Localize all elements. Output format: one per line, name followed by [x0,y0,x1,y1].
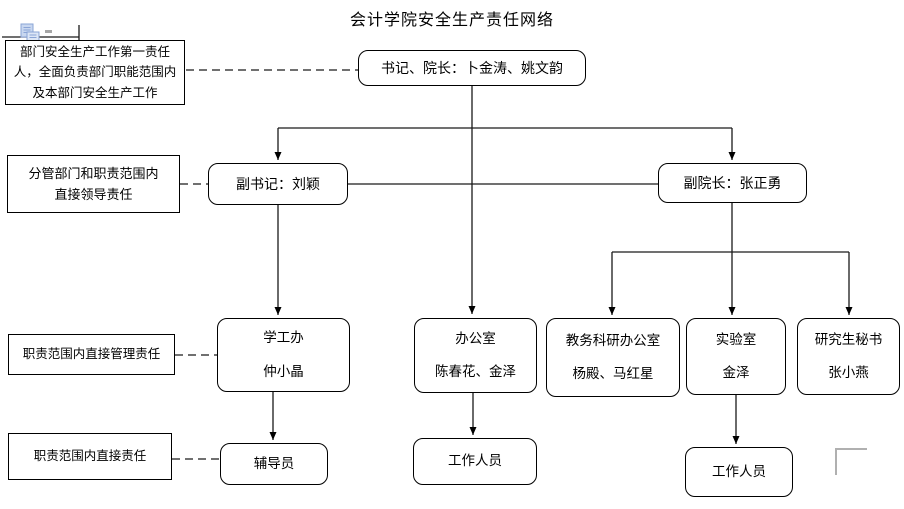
node-staff-under-office[interactable]: 工作人员 [413,438,537,485]
node-title: 教务科研办公室 [565,332,661,348]
node-label: 工作人员 [448,453,502,469]
node-secretary-dean[interactable]: 书记、院长：卜金涛、姚文韵 [358,50,586,86]
label-direct-responsibility[interactable]: 职责范围内直接责任 [8,433,172,480]
node-general-office[interactable]: 办公室 陈春花、金泽 [414,318,537,393]
node-label: 副院长：张正勇 [683,174,782,191]
node-academic-research-office[interactable]: 教务科研办公室 杨殿、马红星 [546,318,680,397]
node-label: 副书记：刘颖 [236,175,320,192]
node-laboratory[interactable]: 实验室 金泽 [686,318,786,395]
label-text-line2: 直接领导责任 [54,187,133,202]
node-staff: 仲小晶 [263,363,304,379]
node-staff-under-laboratory[interactable]: 工作人员 [685,447,793,497]
node-graduate-secretary[interactable]: 研究生秘书 张小燕 [797,318,900,395]
label-management-responsibility[interactable]: 职责范围内直接管理责任 [8,334,175,375]
node-label: 工作人员 [712,463,766,479]
node-title: 学工办 [263,330,304,346]
node-deputy-secretary[interactable]: 副书记：刘颖 [208,163,348,205]
label-leadership-responsibility[interactable]: 分管部门和职责范围内 直接领导责任 [7,155,180,213]
chart-title: 会计学院安全生产责任网络 [349,12,554,29]
node-vice-dean[interactable]: 副院长：张正勇 [658,163,807,203]
node-staff: 杨殿、马红星 [572,366,654,381]
node-title: 实验室 [715,331,757,347]
node-title: 办公室 [455,330,496,346]
label-text-line1: 分管部门和职责范围内 [28,165,159,181]
label-text: 职责范围内直接管理责任 [22,347,161,362]
canvas-corner-mark [835,448,867,475]
label-text: 职责范围内直接责任 [33,449,147,464]
node-staff: 张小燕 [828,365,869,380]
node-label: 辅导员 [253,455,295,471]
node-counselor[interactable]: 辅导员 [220,443,328,485]
node-student-affairs-office[interactable]: 学工办 仲小晶 [217,318,350,392]
node-title: 研究生秘书 [814,331,883,347]
label-first-responsibility[interactable]: 部门安全生产工作第一责任人，全面负责部门职能范围内及本部门安全生产工作 [5,40,185,105]
label-text: 部门安全生产工作第一责任人，全面负责部门职能范围内及本部门安全生产工作 [13,45,177,100]
small-gray-mark [45,30,52,33]
node-staff: 陈春花、金泽 [435,364,516,379]
node-staff: 金泽 [722,365,750,380]
node-label: 书记、院长：卜金涛、姚文韵 [381,59,563,76]
paste-options-icon[interactable] [18,23,42,48]
